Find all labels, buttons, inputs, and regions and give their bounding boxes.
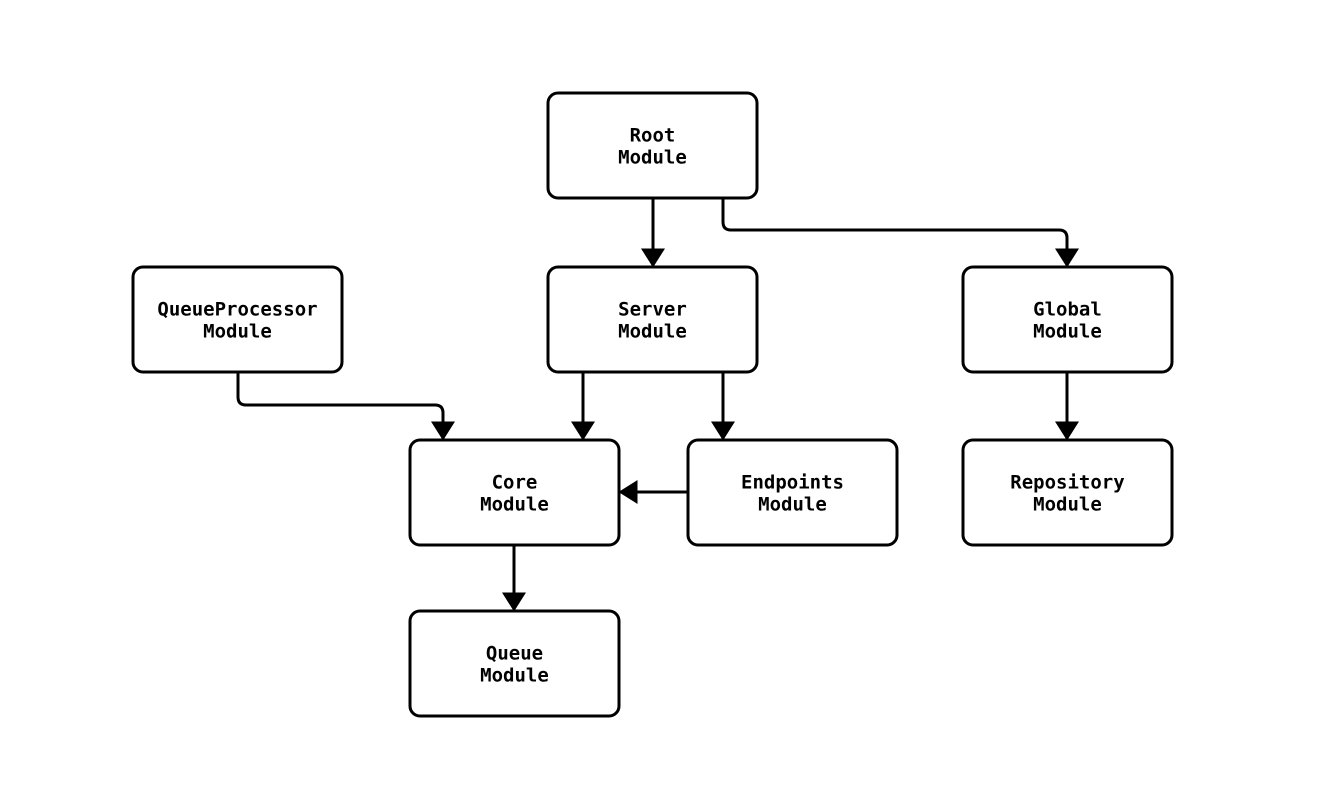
edge-root-module-to-global-module xyxy=(721,198,1079,268)
node-box xyxy=(408,609,621,718)
node-box xyxy=(131,265,344,374)
edges-layer xyxy=(236,198,1079,612)
node-box xyxy=(686,438,899,547)
node-box xyxy=(546,91,759,200)
node-box xyxy=(961,265,1174,374)
edge-queueprocessor-module-to-core-module xyxy=(236,372,455,441)
node-box xyxy=(961,438,1174,547)
node-box xyxy=(408,438,621,547)
node-box xyxy=(546,265,759,374)
